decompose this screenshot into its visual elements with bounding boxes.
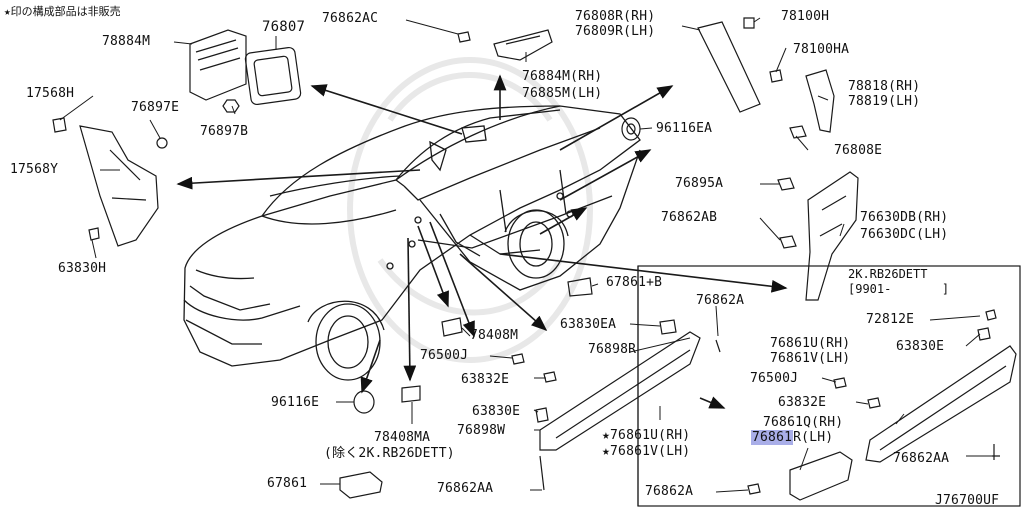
part-label[interactable]: 76861Q(RH): [763, 415, 844, 430]
part-label[interactable]: 76895A: [675, 176, 724, 191]
part-label[interactable]: 76500J: [750, 371, 799, 386]
part-label[interactable]: 67861: [267, 476, 308, 491]
part-label[interactable]: 76885M(LH): [522, 86, 603, 101]
part-label[interactable]: 76862A: [696, 293, 745, 308]
part-label[interactable]: 76807: [262, 19, 306, 35]
part-label[interactable]: 76500J: [420, 348, 469, 363]
part-label[interactable]: 63830H: [58, 261, 107, 276]
part-label[interactable]: 76862AB: [661, 210, 718, 225]
part-label[interactable]: 96116EA: [656, 121, 713, 136]
part-label[interactable]: 76862AC: [322, 11, 379, 26]
car-body: [183, 105, 641, 381]
part-label[interactable]: ★76861U(RH): [602, 428, 691, 443]
part-label[interactable]: 72812E: [866, 312, 915, 327]
part-label[interactable]: 76861V(LH): [770, 351, 851, 366]
part-label[interactable]: 63830E: [896, 339, 945, 354]
part-label[interactable]: 76897B: [200, 124, 249, 139]
pointer-arrows: [176, 74, 788, 409]
part-label[interactable]: 63832E: [778, 395, 827, 410]
part-label[interactable]: 76862AA: [893, 451, 950, 466]
non-sale-note: ★印の構成部品は非販売: [4, 5, 121, 18]
part-label[interactable]: 78408M: [470, 328, 519, 343]
diagram-code: J76700UF: [935, 493, 1000, 508]
part-label[interactable]: 96116E: [271, 395, 320, 410]
part-label[interactable]: 17568Y: [10, 162, 59, 177]
part-label[interactable]: 63830EA: [560, 317, 617, 332]
part-shapes: [52, 17, 1021, 507]
part-label[interactable]: 17568H: [26, 86, 75, 101]
part-label[interactable]: 76630DC(LH): [860, 227, 949, 242]
part-label[interactable]: 76808E: [834, 143, 883, 158]
part-label[interactable]: 76862AA: [437, 481, 494, 496]
part-label[interactable]: 76861U(RH): [770, 336, 851, 351]
part-label[interactable]: 78100H: [781, 9, 830, 24]
part-label[interactable]: 76809R(LH): [575, 24, 656, 39]
part-label[interactable]: 78818(RH): [848, 79, 921, 94]
part-label[interactable]: 76862A: [645, 484, 694, 499]
part-label[interactable]: 67861+B: [606, 275, 663, 290]
leader-lines: [59, 17, 994, 493]
part-label[interactable]: 63830E: [472, 404, 521, 419]
inset-engine-label: 2K.RB26DETT: [848, 267, 928, 281]
exclusion-note: (除く2K.RB26DETT): [324, 446, 455, 461]
part-label[interactable]: 76630DB(RH): [860, 210, 949, 225]
part-label[interactable]: 63832E: [461, 372, 510, 387]
part-label[interactable]: 76898W: [457, 423, 506, 438]
part-label[interactable]: ★76861V(LH): [602, 444, 691, 459]
part-label[interactable]: 76898R: [588, 342, 637, 357]
part-label-suffix: R(LH): [793, 430, 834, 445]
part-label[interactable]: 78819(LH): [848, 94, 921, 109]
part-label-highlighted[interactable]: 76861R(LH): [751, 430, 834, 445]
part-label[interactable]: 78408MA: [374, 430, 431, 445]
part-label[interactable]: 76808R(RH): [575, 9, 656, 24]
part-label[interactable]: 76884M(RH): [522, 69, 603, 84]
highlighted-part-number[interactable]: 76861: [751, 430, 794, 445]
part-label[interactable]: 76897E: [131, 100, 180, 115]
part-label[interactable]: 78100HA: [793, 42, 850, 57]
inset-date-range: [9901- ]: [848, 282, 950, 296]
watermark-emblem: [347, 57, 593, 363]
inset-header: 2K.RB26DETT [9901- ]: [848, 267, 949, 297]
part-label[interactable]: 78884M: [102, 34, 151, 49]
